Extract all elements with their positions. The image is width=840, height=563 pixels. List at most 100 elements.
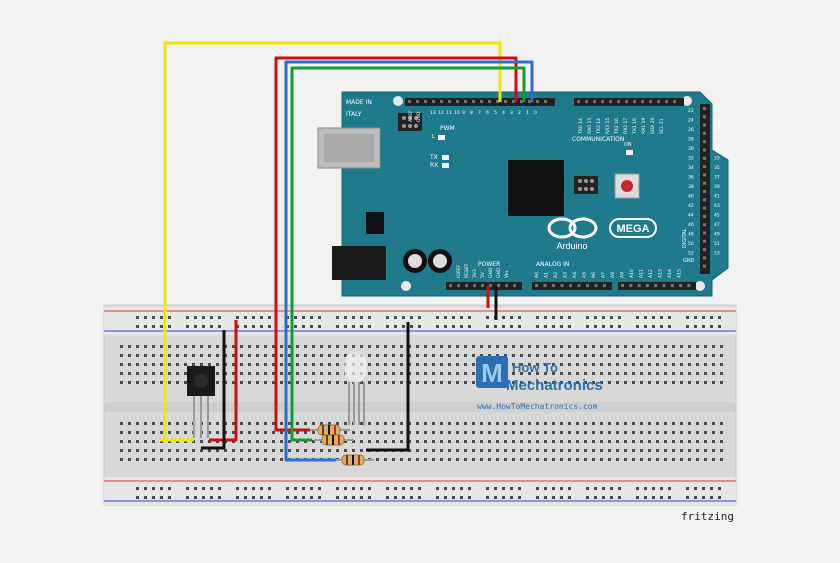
hole [272,440,275,443]
hole [510,496,513,499]
hole [186,487,189,490]
hole [402,487,405,490]
hole [186,325,189,328]
hole [288,422,291,425]
hole [586,496,589,499]
pin-label-analog: A3 [563,272,569,278]
hole [424,458,427,461]
hole [704,431,707,434]
hole [672,345,675,348]
pin-label-analog: A13 [658,269,664,278]
hole [640,345,643,348]
hole [544,422,547,425]
hole [688,431,691,434]
hole [272,363,275,366]
hole [632,422,635,425]
hole [320,381,323,384]
hole [368,325,371,328]
led-rx [442,163,449,168]
hole [240,354,243,357]
hole [328,449,331,452]
hole [624,431,627,434]
hole [184,372,187,375]
hole [552,487,555,490]
hole [654,284,658,287]
pin-label-pwm: 4 [502,110,505,116]
hole [336,449,339,452]
hole [296,381,299,384]
pin-label-power: GND [496,267,502,278]
wire-yellow [163,41,502,440]
hole [464,440,467,443]
hole [304,363,307,366]
tx-label: TX [429,154,438,161]
hole [210,487,213,490]
hole [464,431,467,434]
hole [318,325,321,328]
hole [452,316,455,319]
on-label: ON [624,142,632,148]
hole [424,449,427,452]
hole [486,487,489,490]
hole [176,422,179,425]
hole [352,487,355,490]
hole [502,487,505,490]
hole [672,458,675,461]
hole [528,100,531,103]
hole [660,325,663,328]
hole [703,190,706,193]
hole [460,487,463,490]
hole [520,381,523,384]
hole [594,325,597,328]
hole [416,458,419,461]
hole [656,431,659,434]
hole [336,345,339,348]
hole [464,372,467,375]
arduino-mega-board: MADE IN ITALY PWM L TX RX ON COMMUNICATI… [317,91,729,297]
hole [376,345,379,348]
hole [384,345,387,348]
hole [656,440,659,443]
hole [592,422,595,425]
hole [400,354,403,357]
hole [344,354,347,357]
hole [512,422,515,425]
hole [601,100,604,103]
hole [318,316,321,319]
hole [136,458,139,461]
hole [576,449,579,452]
pin-label-analog: A9 [620,272,626,278]
hole [568,316,571,319]
hole [544,381,547,384]
hole [688,381,691,384]
hole [649,100,652,103]
hole [480,354,483,357]
hole [120,345,123,348]
hole [648,354,651,357]
hole [696,372,699,375]
hole [176,381,179,384]
hole [394,316,397,319]
hole [552,354,555,357]
hole [440,440,443,443]
hole [136,363,139,366]
hole [652,487,655,490]
hole [336,487,339,490]
hole [704,354,707,357]
hole [656,363,659,366]
hole [280,363,283,366]
hole [120,381,123,384]
pin-label-pwm: 12 [438,110,444,116]
hole [120,449,123,452]
hole [616,440,619,443]
pin-label-analog: A15 [677,269,683,278]
pin-label-digital: 26 [688,127,694,133]
hole [232,381,235,384]
hole [652,316,655,319]
hole [584,372,587,375]
hole [256,363,259,366]
hole [586,325,589,328]
hole [552,431,555,434]
hole [718,496,721,499]
hole [168,431,171,434]
